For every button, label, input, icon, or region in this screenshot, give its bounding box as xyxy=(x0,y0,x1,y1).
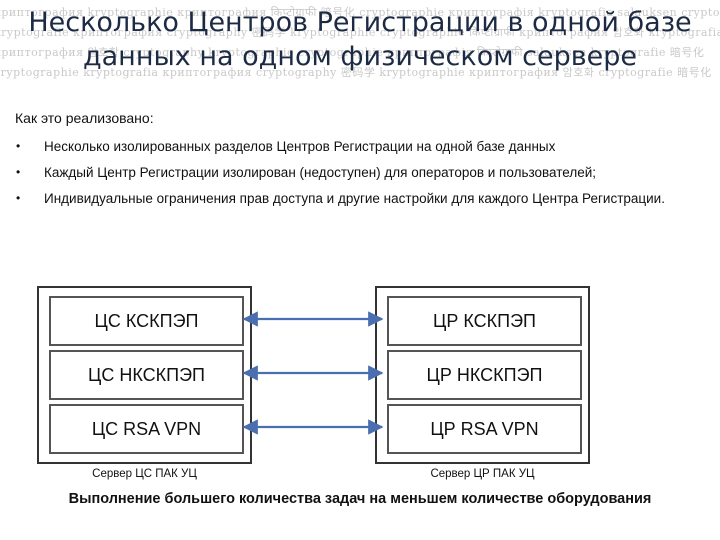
left-server-frame: ЦС КСКПЭП ЦС НКСКПЭП ЦС RSA VPN xyxy=(37,286,252,464)
ra-box-kskpep: ЦР КСКПЭП xyxy=(387,296,582,346)
ca-box-nkskpep: ЦС НКСКПЭП xyxy=(49,350,244,400)
ca-box-kskpep: ЦС КСКПЭП xyxy=(49,296,244,346)
watermark-line: kryptografie криптография cryptography 密… xyxy=(0,26,720,39)
bullet-marker: • xyxy=(16,139,21,153)
right-server-label: Сервер ЦР ПАК УЦ xyxy=(430,468,535,480)
list-item: • Каждый Центр Регистрации изолирован (н… xyxy=(12,162,692,183)
bullet-text: Индивидуальные ограничения прав доступа … xyxy=(44,191,665,206)
watermark-line: криптография 암호학 cryptography kryptograp… xyxy=(0,46,705,59)
bullet-text: Каждый Центр Регистрации изолирован (нед… xyxy=(44,165,597,180)
watermark-line: криптография kryptographie криптография … xyxy=(0,6,720,19)
intro-text: Как это реализовано: xyxy=(15,110,154,126)
bullet-marker: • xyxy=(16,165,21,179)
ra-box-rsa-vpn: ЦР RSA VPN xyxy=(387,404,582,454)
left-server-label: Сервер ЦС ПАК УЦ xyxy=(92,468,197,480)
bullet-list: • Несколько изолированных разделов Центр… xyxy=(12,136,692,214)
list-item: • Индивидуальные ограничения прав доступ… xyxy=(12,188,692,209)
right-server-frame: ЦР КСКПЭП ЦР НКСКПЭП ЦР RSA VPN xyxy=(375,286,590,464)
bullet-marker: • xyxy=(16,191,21,205)
watermark-line: cryptographie kryptografia криптография … xyxy=(0,66,712,79)
bullet-text: Несколько изолированных разделов Центров… xyxy=(44,139,556,154)
title-line-2: данных на одном физическом сервере xyxy=(82,41,638,72)
list-item: • Несколько изолированных разделов Центр… xyxy=(12,136,692,157)
page-title: Несколько Центров Регистрации в одной ба… xyxy=(0,6,720,74)
header-band: криптография kryptographie криптография … xyxy=(0,0,720,88)
title-line-1: Несколько Центров Регистрации в одной ба… xyxy=(28,7,692,38)
ca-box-rsa-vpn: ЦС RSA VPN xyxy=(49,404,244,454)
ra-box-nkskpep: ЦР НКСКПЭП xyxy=(387,350,582,400)
footer-caption: Выполнение большего количества задач на … xyxy=(68,491,652,507)
